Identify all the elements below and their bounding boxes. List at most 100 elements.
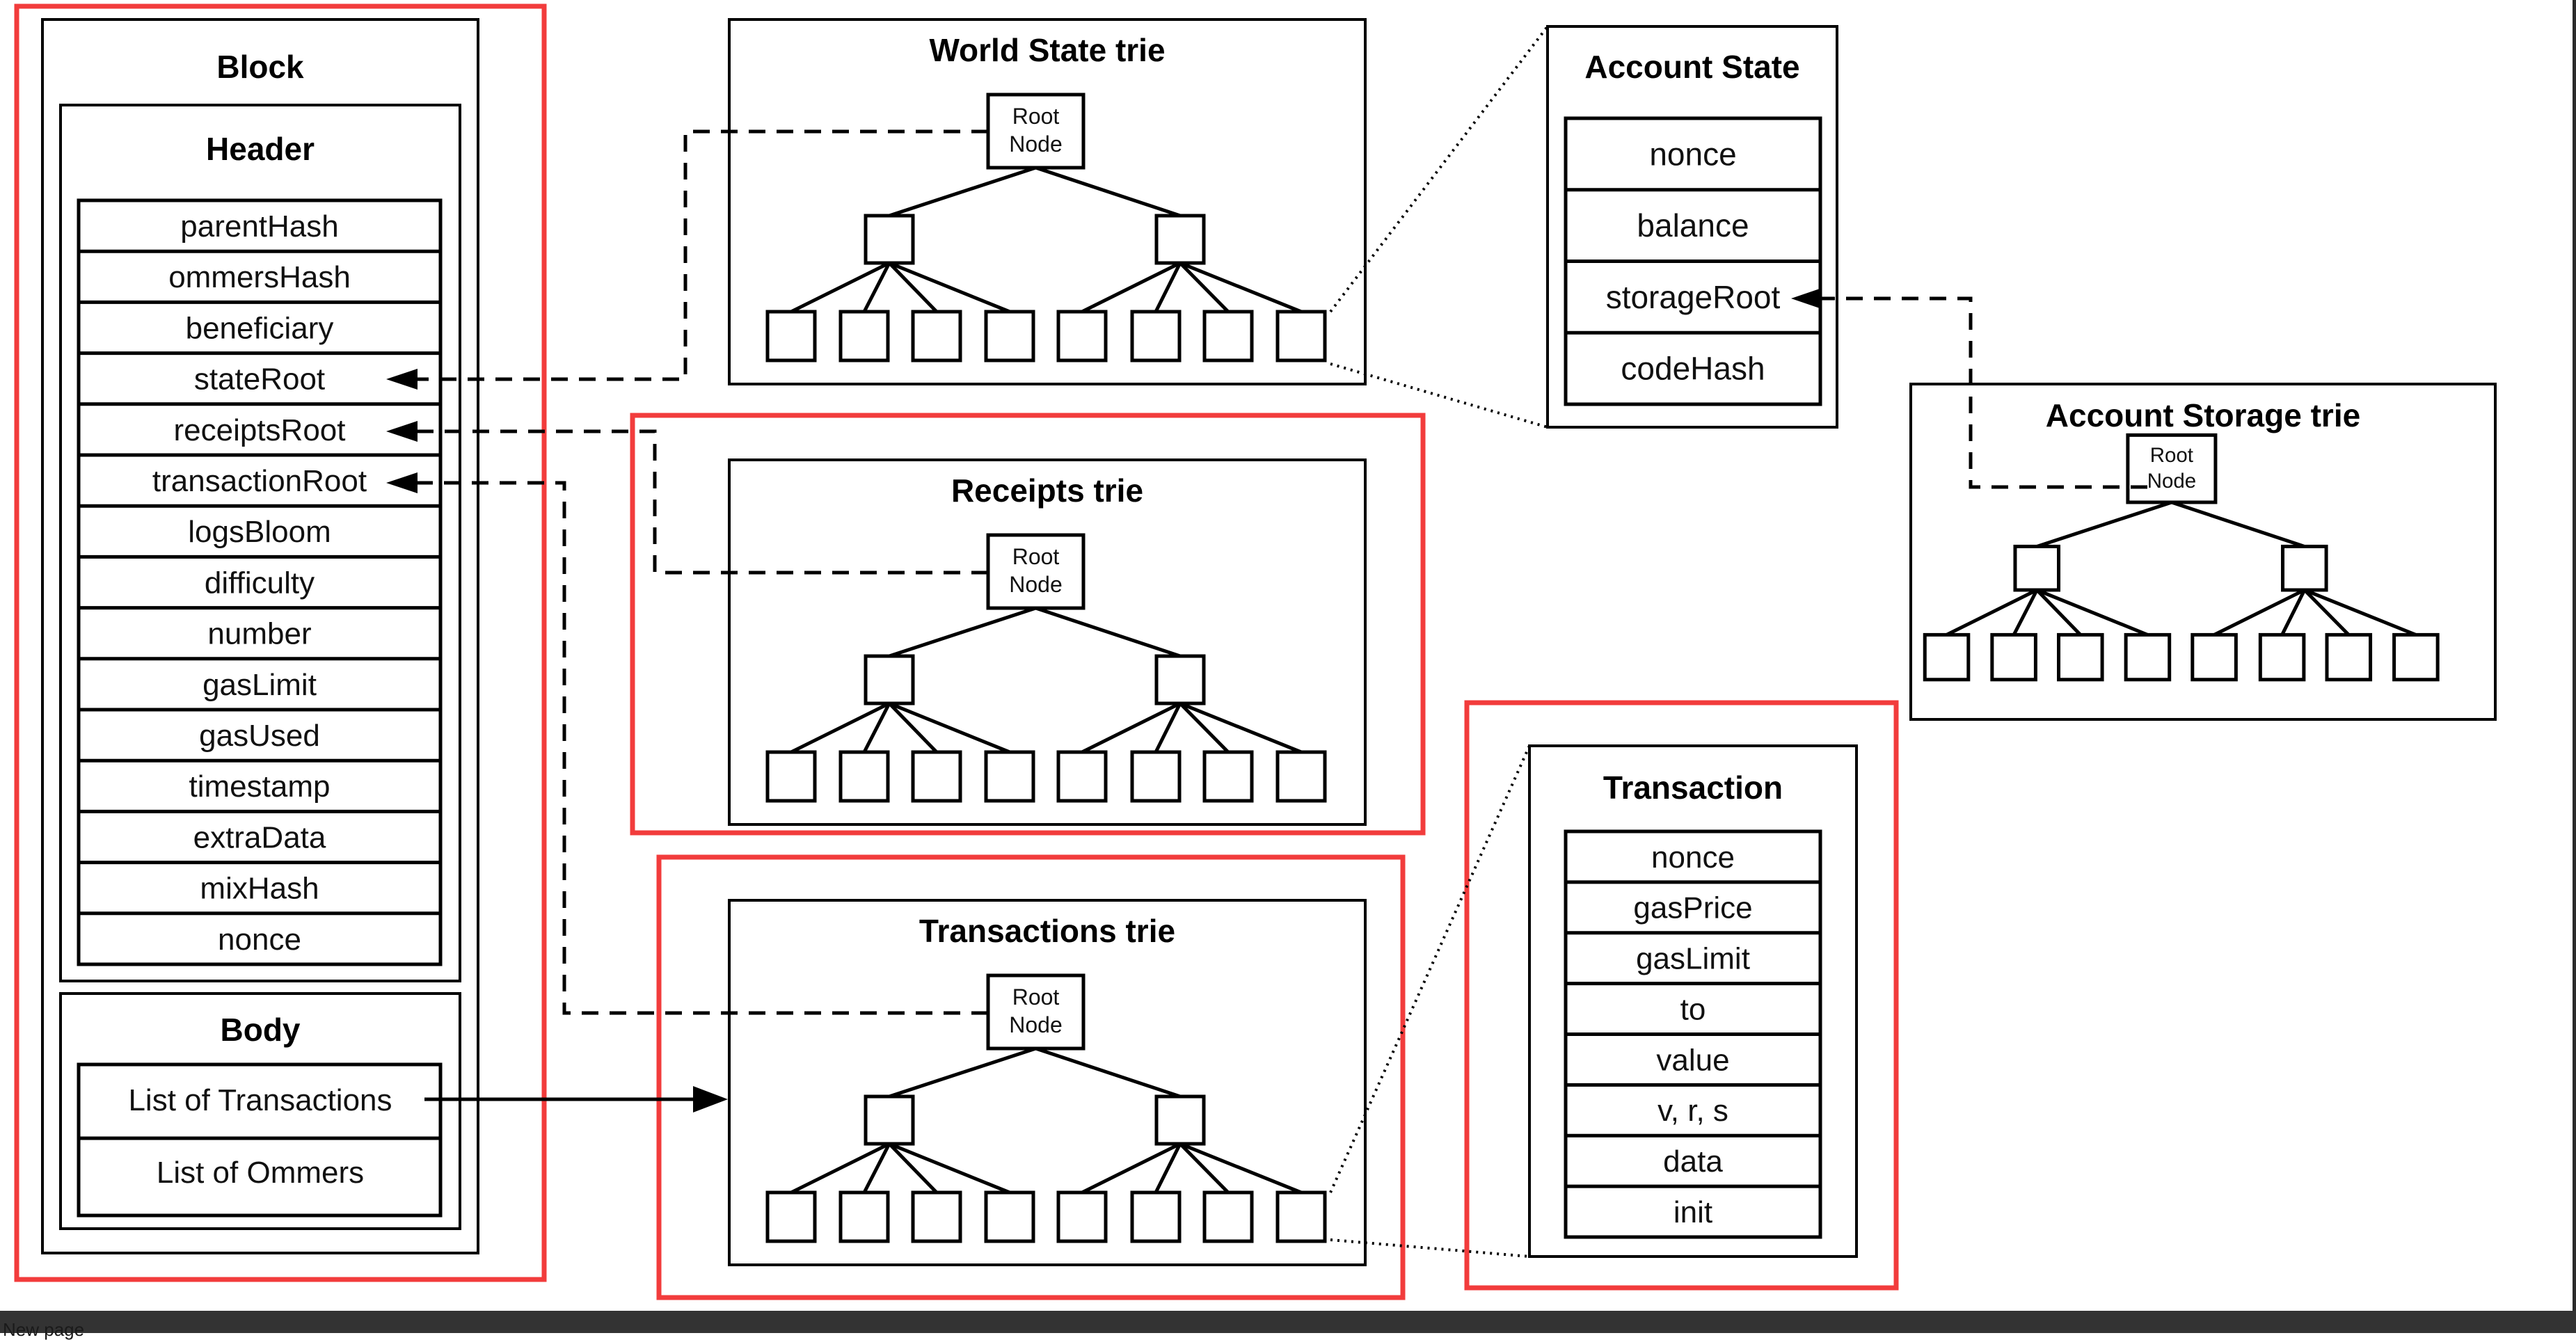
trie-edge [862,262,891,313]
root-node-label: Node [2147,470,2196,493]
leaf-node [1990,632,2037,682]
trie-edge [888,702,938,753]
transaction-field-v-r-s: v, r, s [1657,1094,1728,1128]
leaf-node [2191,632,2238,682]
root-node [986,533,1086,610]
storage-root-arrow-icon [1791,288,1822,309]
leaf-node [838,1190,890,1243]
trie-edge [2303,588,2417,637]
receipts-root-connector [418,429,988,575]
leaf-node [765,310,817,362]
state-root-arrow-icon [386,369,418,390]
header-field-timestamp: timestamp [189,769,331,804]
transaction-field-init: init [1673,1195,1712,1229]
body-field-list-of-ommers: List of Ommers [157,1156,364,1190]
root-node-label: Root [1012,984,1060,1010]
trie-edge [889,1046,1037,1099]
leaf-node [1202,1190,1254,1243]
trie-edge [1179,1142,1230,1194]
transactions-highlight-frame [656,854,1406,1300]
header-field-beneficiary: beneficiary [186,311,334,345]
header-title: Header [206,131,315,167]
transactions-trie-box [728,899,1367,1266]
header-field-mixhash: mixHash [200,872,319,906]
receipts-trie-box [728,458,1367,826]
leaf-node [1202,310,1254,362]
body-title: Body [221,1012,301,1048]
header-field-parenthash: parentHash [180,209,338,244]
trie-edge [1154,1142,1182,1194]
leaf-node [2124,632,2172,682]
header-field-extradata: extraData [193,820,326,854]
page-tab-label[interactable]: New page [3,1319,85,1340]
header-field-transactionroot: transactionRoot [152,464,367,498]
trie-edge [1179,1142,1302,1195]
leaf-node [1275,750,1327,803]
trie-edge [2171,500,2305,548]
leaf-node [2392,632,2440,682]
leaf-node [838,750,890,803]
transaction-field-value: value [1656,1043,1729,1077]
receipts-root-arrow-icon [386,421,418,442]
trie-edge [2213,588,2305,637]
trie-edge [1179,701,1302,754]
leaf-node [911,310,962,362]
trie-edge [889,261,1010,314]
body-field-list-of-transactions: List of Transactions [128,1083,392,1117]
transaction-field-data: data [1663,1144,1723,1179]
leaf-node [984,310,1035,362]
trie-edge [862,702,891,753]
diagram-canvas: Block Header parentHashommersHashbenefic… [14,3,2497,1300]
leaf-node [911,1190,962,1243]
trie-edge [1035,606,1181,658]
leaf-node [1275,310,1327,362]
trie-edge [889,1142,1010,1195]
leaf-node [984,1190,1035,1243]
branch-node [864,654,915,705]
trie-edge [1081,1142,1182,1195]
account-state-field-balance: balance [1637,207,1749,244]
transaction-field-gasprice: gasPrice [1633,891,1752,925]
list-of-transactions-arrow-icon [693,1086,728,1112]
branch-node [2013,544,2061,592]
body: Body List of Transactions List of Ommers [59,992,461,1230]
leaf-node [1130,1190,1182,1243]
trie-edge [1179,261,1302,314]
trie-edge [888,1142,938,1194]
header-field-gasused: gasUsed [199,719,320,753]
transaction-callout-top [1329,745,1531,1193]
transactions-trie-title: Transactions trie [919,913,1175,949]
trie-edge [2012,589,2039,636]
header-field-stateroot: stateRoot [194,362,325,397]
leaf-node [911,750,962,803]
transaction-field-to: to [1680,992,1706,1026]
trie-edge [1035,166,1181,218]
root-node-label: Node [1009,572,1063,597]
trie-edge [1154,262,1182,313]
trie-edge [2036,500,2172,548]
leaf-node [1275,1190,1327,1243]
root-node [986,973,1086,1051]
receipts-trie-title: Receipts trie [951,472,1143,509]
branch-node [1154,1094,1206,1146]
trie-edge [790,1142,891,1195]
header-field-difficulty: difficulty [205,566,315,600]
trie-edge [2303,589,2351,637]
root-node [986,93,1086,170]
branch-node [864,1094,915,1146]
branch-node [1154,654,1206,705]
leaf-node [1056,310,1108,362]
header-field-gaslimit: gasLimit [202,668,317,702]
trie-edge [790,261,891,314]
leaf-node [1923,632,1971,682]
trie-edge [889,166,1037,218]
leaf-node [2057,632,2104,682]
trie-edge [1179,702,1230,753]
transaction-field-gaslimit: gasLimit [1636,942,1750,976]
trie-edge [889,701,1010,754]
leaf-node [1130,750,1182,803]
